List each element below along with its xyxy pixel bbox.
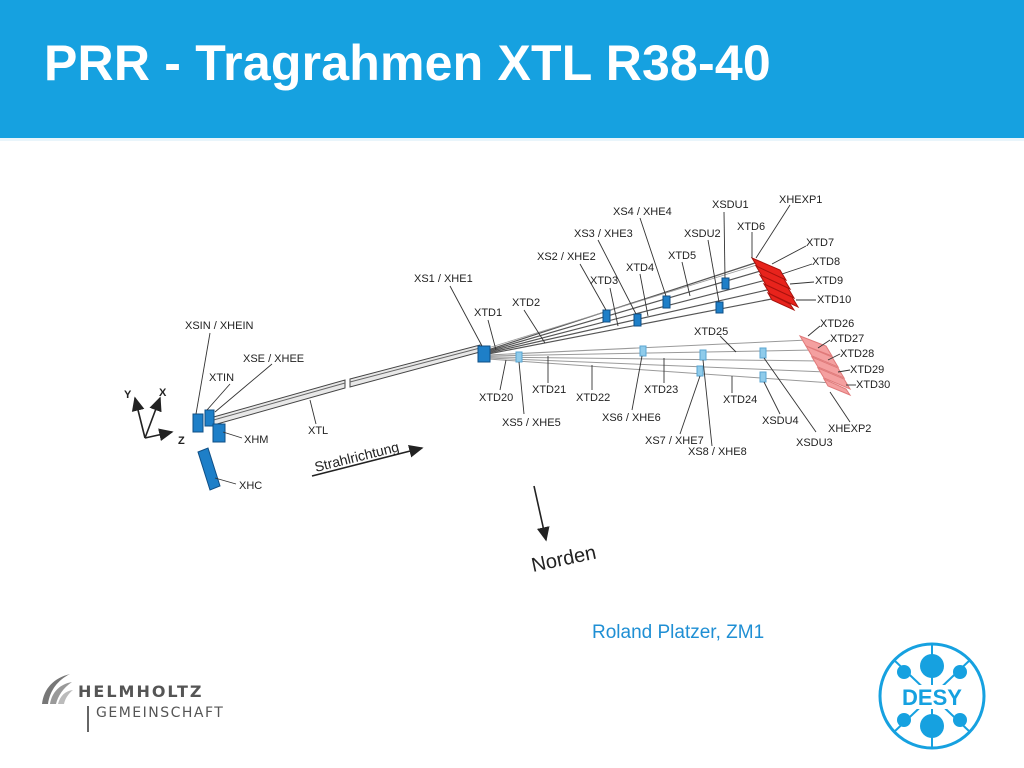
label-xtin: XTIN (209, 372, 234, 384)
axis-triad (131, 396, 174, 442)
author-credit: Roland Platzer, ZM1 (592, 622, 765, 643)
label-xtd8: XTD8 (812, 256, 840, 268)
xtin-block (204, 409, 215, 427)
label-xs8: XS8 / XHE8 (688, 446, 747, 458)
north-label: Norden (529, 542, 598, 577)
slide-title: PRR - Tragrahmen XTL R38-40 (44, 35, 771, 91)
label-xtd21: XTD21 (532, 384, 566, 396)
beam-direction-arrow (311, 444, 424, 477)
label-xs2: XS2 / XHE2 (537, 251, 596, 263)
label-xsdu3: XSDU3 (796, 437, 833, 449)
label-xsin: XSIN / XHEIN (185, 320, 254, 332)
helmholtz-swoosh-icon (42, 674, 73, 704)
label-xtd29: XTD29 (850, 364, 884, 376)
lower-beam-fan (487, 339, 833, 384)
label-xs7: XS7 / XHE7 (645, 435, 704, 447)
axis-y-label: Y (124, 389, 132, 401)
xhm-block (212, 423, 226, 443)
leader-lines (195, 204, 856, 485)
upper-components (602, 277, 730, 327)
label-xhm: XHM (244, 434, 268, 446)
label-xtd10: XTD10 (817, 294, 851, 306)
pink-dump-stack (798, 335, 852, 397)
label-xtd22: XTD22 (576, 392, 610, 404)
label-xtd5: XTD5 (668, 250, 696, 262)
label-xs5: XS5 / XHE5 (502, 417, 561, 429)
label-xse: XSE / XHEE (243, 353, 304, 365)
label-xs6: XS6 / XHE6 (602, 412, 661, 424)
helmholtz-name: HELMHOLTZ (78, 682, 204, 701)
helmholtz-subtitle: GEMEINSCHAFT (96, 705, 225, 721)
lower-components (515, 345, 767, 383)
label-xtd23: XTD23 (644, 384, 678, 396)
label-xtl: XTL (308, 425, 328, 437)
label-xtd24: XTD24 (723, 394, 757, 406)
label-xtd3: XTD3 (590, 275, 618, 287)
component-labels: XSIN / XHEIN XSE / XHEE XTIN XHM XHC XTL… (185, 194, 890, 492)
north-arrow (533, 485, 550, 542)
label-xtd25: XTD25 (694, 326, 728, 338)
label-xsdu1: XSDU1 (712, 199, 749, 211)
xtl-tunnel (209, 344, 481, 427)
red-dump-stack (750, 256, 800, 312)
label-xhexp1: XHEXP1 (779, 194, 822, 206)
injection-components (192, 409, 226, 491)
label-xs4: XS4 / XHE4 (613, 206, 672, 218)
label-xtd7: XTD7 (806, 237, 834, 249)
label-xtd1: XTD1 (474, 307, 502, 319)
label-xtd9: XTD9 (815, 275, 843, 287)
label-xtd30: XTD30 (856, 379, 890, 391)
axis-x-label: X (159, 387, 167, 399)
label-xtd26: XTD26 (820, 318, 854, 330)
xs1-block (477, 345, 491, 363)
label-xtd28: XTD28 (840, 348, 874, 360)
helmholtz-logo: HELMHOLTZ GEMEINSCHAFT (38, 668, 258, 748)
header-bar (0, 0, 1024, 138)
label-xtd4: XTD4 (626, 262, 654, 274)
helmholtz-divider (87, 706, 89, 732)
label-xtd27: XTD27 (830, 333, 864, 345)
label-xtd2: XTD2 (512, 297, 540, 309)
desy-logo-text: DESY (902, 685, 962, 710)
label-xtd20: XTD20 (479, 392, 513, 404)
header-divider (0, 138, 1024, 141)
xsin-block (192, 413, 204, 433)
axis-z-label: Z (178, 435, 185, 447)
desy-logo: DESY (878, 642, 986, 750)
label-xsdu2: XSDU2 (684, 228, 721, 240)
label-xhc: XHC (239, 480, 262, 492)
label-xtd6: XTD6 (737, 221, 765, 233)
label-xs3: XS3 / XHE3 (574, 228, 633, 240)
xhc-block (197, 447, 221, 491)
label-xsdu4: XSDU4 (762, 415, 799, 427)
label-xhexp2: XHEXP2 (828, 423, 871, 435)
beam-direction-label: Strahlrichtung (313, 438, 401, 474)
label-xs1: XS1 / XHE1 (414, 273, 473, 285)
